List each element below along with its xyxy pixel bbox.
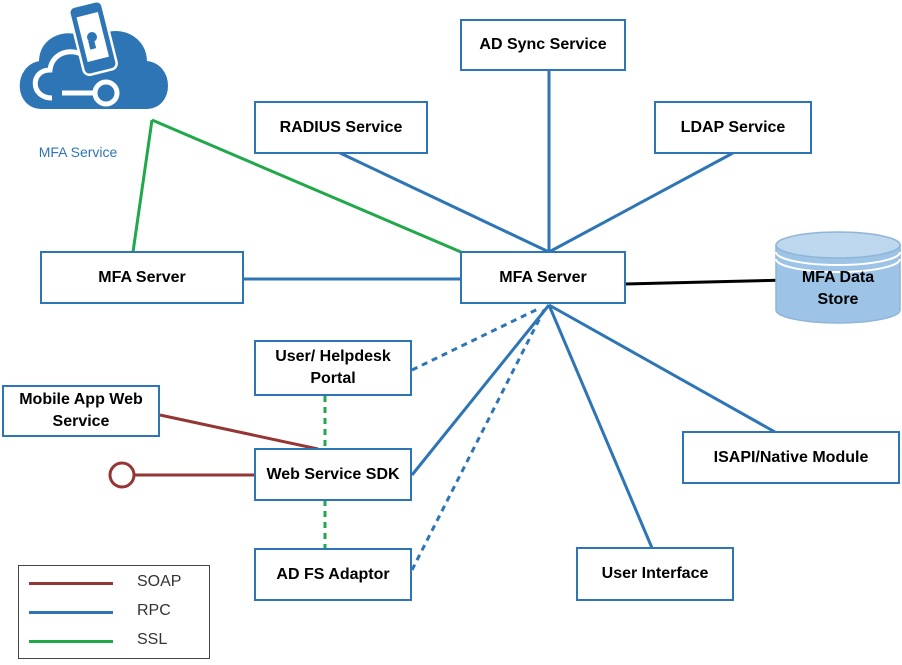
ssl-link-cloud-mfa-left (131, 119, 154, 253)
legend-item-ssl: SSL (19, 630, 209, 652)
rpc-dotted-link-helpdesk (411, 306, 541, 372)
node-mfa-server-main: MFA Server (460, 251, 626, 304)
cloud-phone-lock-icon (19, 0, 168, 109)
node-label: User Interface (601, 565, 709, 583)
node-radius-service: RADIUS Service (254, 101, 428, 154)
node-label-line: Portal (310, 370, 356, 387)
rpc-link-ldap (548, 151, 734, 254)
soap-endpoint-circle (108, 461, 136, 489)
rpc-link-user-interface (547, 304, 654, 549)
rpc-link-web-sdk (410, 304, 551, 476)
node-web-service-sdk: Web Service SDK (254, 448, 412, 501)
node-label-line: Mobile App Web (19, 391, 143, 409)
node-label: AD FS Adaptor (276, 565, 390, 583)
node-ad-sync-service: AD Sync Service (460, 19, 626, 71)
legend-item-soap: SOAP (19, 572, 209, 594)
data-link-store (623, 278, 791, 286)
node-label-line: Service (52, 413, 110, 430)
node-label: LDAP Service (680, 118, 786, 136)
legend-swatch (29, 640, 113, 643)
legend-label: RPC (137, 602, 171, 619)
node-ldap-service: LDAP Service (654, 101, 812, 154)
node-label-line: Store (817, 290, 859, 308)
node-label: RADIUS Service (279, 118, 403, 136)
rpc-dotted-link-adfs (410, 307, 547, 571)
node-label: Web Service SDK (266, 465, 400, 483)
node-label-line: User/ Helpdesk (275, 348, 391, 366)
node-label-line: MFA Data (801, 269, 875, 286)
legend-label: SSL (137, 631, 168, 648)
legend-label: SOAP (137, 573, 182, 590)
legend-swatch (29, 582, 113, 585)
node-label: ISAPI/Native Module (713, 448, 869, 466)
ssl-link-cloud-mfa-main (151, 118, 462, 254)
node-label: MFA Server (98, 268, 186, 286)
database-icon (775, 231, 901, 324)
legend-item-rpc: RPC (19, 601, 209, 623)
node-label: MFA Server (499, 268, 587, 286)
cloud-label: MFA Service (38, 144, 118, 160)
node-isapi-native-module: ISAPI/Native Module (682, 431, 900, 484)
node-user-interface: User Interface (576, 547, 734, 601)
node-label: AD Sync Service (479, 36, 607, 54)
node-data-store: MFA Data Store (776, 267, 900, 310)
soap-link-mobile-app (159, 413, 319, 451)
node-adfs-adaptor: AD FS Adaptor (254, 548, 412, 601)
node-mobile-app-web-service: Mobile App Web Service (2, 385, 160, 437)
node-helpdesk-portal: User/ Helpdesk Portal (254, 340, 412, 396)
rpc-link-radius (339, 151, 550, 254)
rpc-link-isapi (548, 303, 776, 434)
node-mfa-server-left: MFA Server (40, 251, 244, 304)
legend-swatch (29, 611, 113, 614)
legend: SOAP RPC SSL (18, 565, 210, 659)
